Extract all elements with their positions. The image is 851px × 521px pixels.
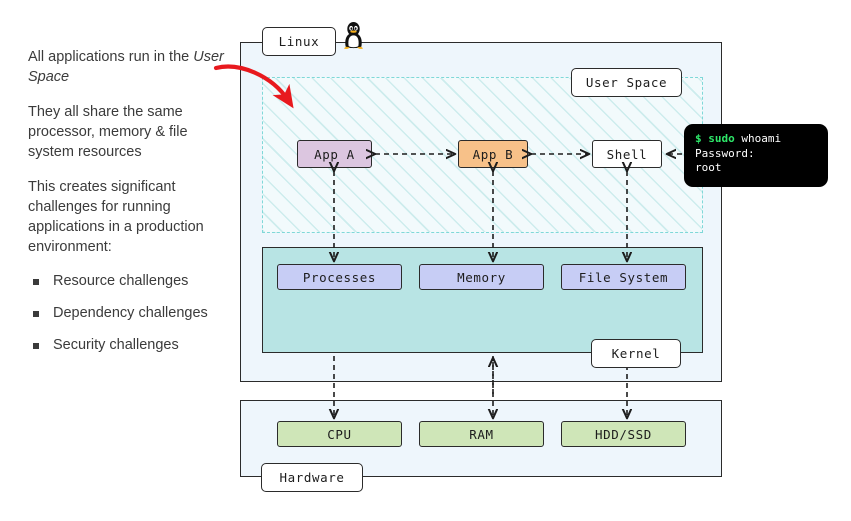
label-user-space: User Space — [571, 68, 682, 97]
kernel-region — [262, 247, 703, 353]
node-memory[interactable]: Memory — [419, 264, 544, 290]
list-item: Resource challenges — [28, 272, 224, 291]
square-bullet-icon — [33, 279, 39, 285]
explanation-panel: All applications run in the User Space T… — [28, 47, 224, 368]
terminal-window[interactable]: $ sudo whoami Password: root — [684, 124, 828, 187]
node-cpu[interactable]: CPU — [277, 421, 402, 447]
terminal-command: sudo — [708, 132, 735, 145]
terminal-line-3: root — [695, 161, 722, 174]
list-item: Security challenges — [28, 336, 224, 355]
bullet-label: Resource challenges — [53, 273, 189, 289]
paragraph-user-space: All applications run in the User Space — [28, 47, 224, 87]
square-bullet-icon — [33, 343, 39, 349]
paragraph-emphasis: User Space — [28, 49, 224, 85]
tux-penguin-icon — [342, 20, 365, 54]
node-shell[interactable]: Shell — [592, 140, 662, 168]
terminal-line-1: $ sudo whoami — [695, 132, 828, 147]
terminal-line-2: Password: — [695, 146, 755, 160]
paragraph-shared-resources: They all share the same processor, memor… — [28, 104, 188, 160]
paragraph-challenges-intro: This creates significant challenges for … — [28, 179, 204, 255]
node-hdd-ssd[interactable]: HDD/SSD — [561, 421, 686, 447]
node-file-system[interactable]: File System — [561, 264, 686, 290]
paragraph-text: All applications run in the — [28, 49, 194, 65]
list-item: Dependency challenges — [28, 304, 224, 323]
node-ram[interactable]: RAM — [419, 421, 544, 447]
node-app-a[interactable]: App A — [297, 140, 372, 168]
challenges-bullet-list: Resource challenges Dependency challenge… — [28, 272, 224, 355]
bullet-label: Security challenges — [53, 337, 179, 353]
terminal-command-args: whoami — [734, 132, 782, 145]
square-bullet-icon — [33, 311, 39, 317]
terminal-prompt: $ — [695, 132, 702, 145]
node-processes[interactable]: Processes — [277, 264, 402, 290]
node-app-b[interactable]: App B — [458, 140, 528, 168]
label-kernel: Kernel — [591, 339, 681, 368]
bullet-label: Dependency challenges — [53, 305, 208, 321]
label-hardware: Hardware — [261, 463, 363, 492]
label-linux: Linux — [262, 27, 336, 56]
